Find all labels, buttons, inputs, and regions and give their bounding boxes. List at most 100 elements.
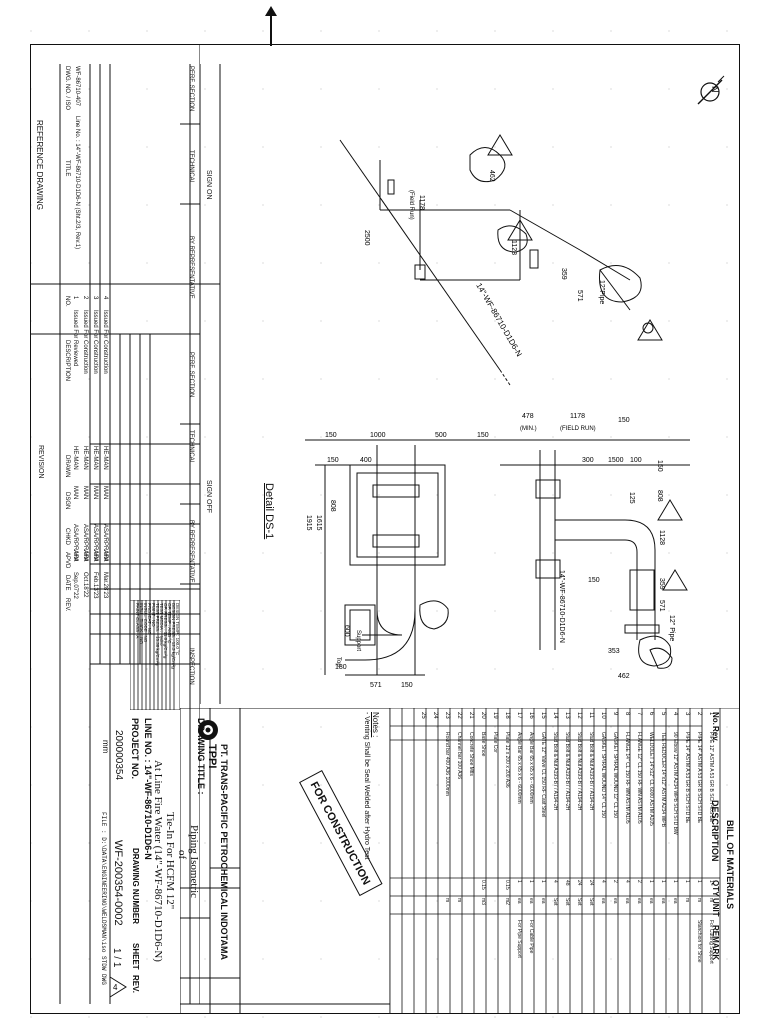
bom-row-qty: 1 [696, 880, 702, 883]
bom-row-qty: 1 [516, 880, 522, 883]
bom-row-no: 24 [432, 712, 438, 719]
detail-dim-400: 400 [360, 457, 372, 464]
elev-pipe-label: 14"-WF-86710-D1D6-N [558, 570, 565, 643]
bom-row-no: 25 [420, 712, 426, 719]
bom-row-no: 3 [684, 712, 690, 716]
bom-row-unit: Set [588, 898, 594, 906]
bom-row-no: 6 [648, 712, 654, 716]
detail-dim-571: 571 [370, 682, 382, 689]
drawing-number: WF-200354-0002 [112, 840, 124, 926]
bom-row-desc: TEE REDUCER 14"x12" ASTM A234 WPB [660, 732, 666, 827]
bom-row-no: 5 [660, 712, 666, 716]
isometric-view: 1178 (Field Run) 2500 462 1128 359 571 1… [339, 134, 663, 386]
elev-dim-353: 353 [608, 648, 620, 655]
elev-dim-300: 300 [582, 457, 594, 464]
bom-row-qty: 1 [708, 880, 714, 883]
bom-row-qty: 1 [648, 880, 654, 883]
reference-header-title: TITLE [64, 160, 70, 177]
line-no: LINE NO. : 14"-WF-86710-D1D6-N [143, 718, 153, 860]
bom-row-no: 8 [624, 712, 630, 716]
bom-row-no: 14 [552, 712, 558, 719]
bom-row-no: 12 [576, 712, 582, 719]
bom-row-remark: For Cable Pipe [528, 920, 534, 954]
sheet-label: SHEET [131, 943, 140, 970]
svg-text:4: 4 [113, 983, 118, 992]
bom-row-unit: ea [540, 898, 546, 904]
iso-dim-1128: 1128 [510, 240, 517, 255]
bom-row-unit: m [684, 898, 690, 903]
bom-row-unit: ea [660, 898, 666, 904]
bom-row-desc: GASKET SPIRAL WOUND 12" CL 150 [612, 732, 618, 819]
iso-dim-1178: 1178 [418, 195, 425, 210]
bom-row-no: 1 [708, 712, 714, 716]
revision-row-date: Feb.13'23 [92, 572, 98, 599]
bom-row-qty: 1 [684, 880, 690, 883]
bom-row-unit: ea [516, 898, 522, 904]
bom-row-desc: Stud Bolt & Nut A193-B7 / A194-2H [552, 732, 558, 811]
elev-dim-571: 571 [658, 600, 665, 612]
revision-row-description: Issued For Construction [102, 310, 108, 374]
bom-row-qty: 2 [612, 880, 618, 883]
revision-row-no: 4 [102, 296, 108, 300]
bom-row-unit: ea [600, 898, 606, 904]
bom-row-qty: 4 [624, 880, 630, 883]
elev-dim-808: 808 [656, 490, 663, 502]
elev-dim-462: 462 [618, 673, 630, 680]
bom-row-unit: m2 [504, 898, 510, 905]
reference-dwg-no[interactable]: WF-86710-407 [74, 66, 80, 107]
bom-row-no: 2 [696, 712, 702, 716]
tppi-logo-icon [198, 720, 218, 740]
elev-dim-150: 150 [618, 417, 630, 424]
drawing-title-label: DRAWING TITLE : [196, 718, 206, 795]
drawing-title-line4: At Line Fire Water (14"-WF-86710-D1D6-N) [152, 760, 164, 962]
bom-row-desc: GATE 12" Valve CL 150 RF Cast Steel [540, 732, 546, 818]
elev-dim-min: (MIN.) [520, 426, 537, 432]
bom-row-desc: FLANGE 12" CL 150 RF WN ASTM A105 [636, 732, 642, 824]
bom-row-unit: ea [636, 898, 642, 904]
bom-row-desc: Round bar 400 A36 1000mm [444, 732, 450, 796]
drawing-title-line1: Piping Isometric [188, 825, 200, 899]
revision-row-drawn: HE-MAN [82, 446, 88, 470]
bom-row-desc: Angle Bar 65 x 65 x 6 - 6000mm [528, 732, 534, 804]
sheet-value: 1 / 1 [111, 948, 122, 968]
bom-row-unit: ea [528, 898, 534, 904]
bom-row-desc: 90 Elbow 12" ASTM A234 WPB SCH STD BW [672, 732, 678, 835]
revision-row-date: Oct.18'22 [82, 572, 88, 598]
bom-row-qty: 1 [672, 880, 678, 883]
design-data-table [130, 600, 180, 710]
revision-row-drawn: HE-MAN [92, 446, 98, 470]
bom-row-no: 4 [672, 712, 678, 716]
reference-header-dwg: DWG. NO. / ISO [64, 66, 70, 111]
bom-row-unit: Set [552, 898, 558, 906]
bom-row-no: 17 [516, 712, 522, 719]
compass-icon: N [697, 75, 725, 105]
iso-pipe-label: 14"-WF-86710-D1D6-N [474, 282, 524, 359]
bom-row-desc: Stud Bolt & Nut A193-B7 / A194-2H [576, 732, 582, 811]
revision-row-apvd: AFA [82, 550, 88, 562]
bom-row-no: 19 [492, 712, 498, 719]
bom-row-qty: 0.15 [504, 880, 510, 890]
revision-row-apvd: AFA [92, 550, 98, 562]
bom-row-desc: PIPE 14" ASTM A 53 GR B SCH STD BE [684, 732, 690, 824]
revision-row-no: 2 [82, 296, 88, 300]
revision-row-description: Issued For Construction [92, 310, 98, 374]
rev-label: REV. [131, 975, 140, 993]
iso-dim-359: 359 [560, 268, 567, 280]
bom-row-no: 9 [612, 712, 618, 716]
bom-row-no: 10 [600, 712, 606, 719]
units-label: mm [101, 740, 110, 754]
drawing-title-line3: Tie-In For HCFM 12" [164, 812, 176, 910]
bom-row-qty: 4 [600, 880, 606, 883]
bom-row-no: 7 [636, 712, 642, 716]
elev-dim-150c: 150 [588, 577, 600, 584]
bom-row-desc: FLANGE 14" CL 150 RF WN ASTM A105 [624, 732, 630, 824]
rev-triangle-icon: 4 [109, 976, 127, 998]
reference-dwg-title: Line No. : 14"-WF-86710-D1D6-N (Sht.2/3,… [74, 116, 80, 250]
revision-row-drawn: HE-MAN [102, 446, 108, 470]
bom-row-qty: 1 [528, 880, 534, 883]
bom-row-unit: Set [576, 898, 582, 906]
bom-row-qty: 24 [588, 880, 594, 886]
bom-row-qty: 1 [540, 880, 546, 883]
bom-row-desc: Angle Bar 65 x 65 x 6 - 6000mm [516, 732, 522, 804]
